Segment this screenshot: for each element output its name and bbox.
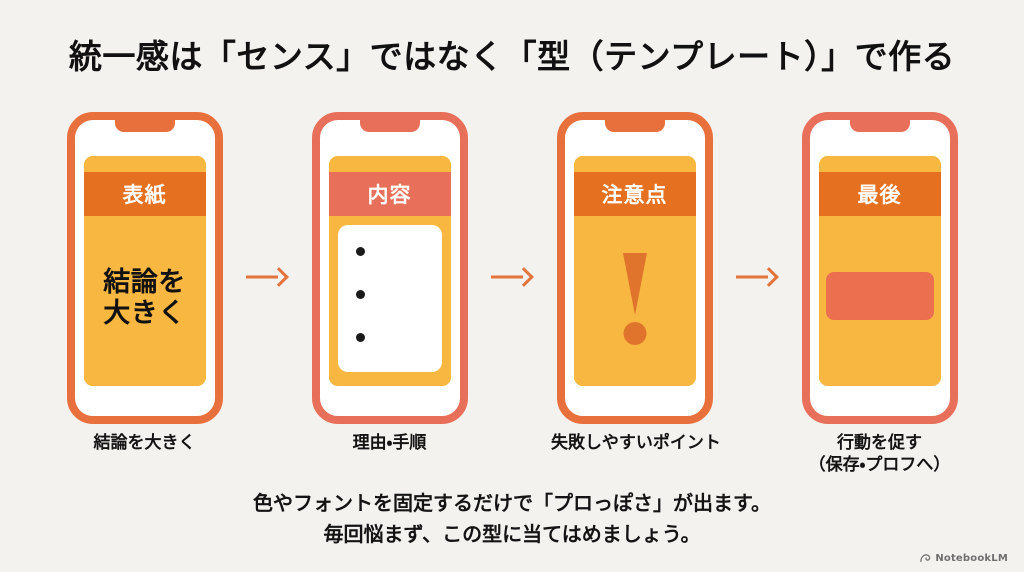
footer-note-line1: 色やフォントを固定するだけで「プロっぽさ」が出ます。 [253,491,771,515]
phone-screen-final: 最後 [818,156,941,386]
phone-notch-icon [114,120,175,132]
watermark-label: NotebookLM [935,553,1008,564]
phone-cell-final: 最後 [796,112,963,424]
bullet-list-card [337,225,442,372]
caption-cover: 結論を大きく [61,432,228,476]
arrow-right-icon-1 [246,266,289,288]
caption-final: 行動を促す （保存・プロフへ） [796,432,963,476]
caption-spacer [718,432,796,476]
phone-cell-content: 内容 [306,112,473,424]
screen-header-label-final: 最後 [818,172,941,216]
phone-notch-icon [849,120,910,132]
phone-cell-caution: 注意点 [551,112,718,424]
phone-screen-content: 内容 [328,156,451,386]
phone-mockup-final: 最後 [801,112,958,424]
caption-caution: 失敗しやすいポイント [551,432,721,476]
caption-spacer [228,432,306,476]
page-title: 統一感は「センス」ではなく「型（テンプレート）」で作る [68,37,956,76]
arrow-right-icon-3 [736,266,779,288]
caption-spacer [473,432,551,476]
phone-mockup-caution: 注意点 [556,112,713,424]
phone-mockup-cover: 表紙 結論を 大きく [66,112,223,424]
phone-screen-cover: 表紙 結論を 大きく [83,156,206,386]
screen-top-strip [573,156,696,172]
exclamation-dot [623,322,646,345]
watermark: NotebookLM [920,553,1008,564]
phone-screen-caution: 注意点 [573,156,696,386]
arrow-cell-1 [228,112,306,424]
caption-content: 理由・手順 [306,432,473,476]
arrow-shaft [736,275,768,279]
exclamation-mark-icon [622,253,648,345]
cover-headline: 結論を 大きく [103,267,186,330]
cover-headline-line2: 大きく [103,298,186,329]
phone-notch-icon [604,120,665,132]
screen-top-strip [328,156,451,172]
phone-notch-icon [359,120,420,132]
phone-cell-cover: 表紙 結論を 大きく [61,112,228,424]
exclamation-bar [622,253,647,315]
bullet-dot-icon [355,333,365,342]
screen-body-content [328,216,451,386]
caption-cover-text: 結論を大きく [93,433,196,453]
caption-row: 結論を大きく 理由・手順 失敗しやすいポイント 行動を促す （保存・プロフへ） [0,432,1024,476]
screen-header-label-caution: 注意点 [573,172,696,216]
arrow-right-icon-2 [491,266,534,288]
screen-top-strip [818,156,941,172]
caption-content-text: 理由・手順 [352,433,427,453]
screen-header-label-content: 内容 [328,172,451,216]
cta-button-placeholder [825,272,934,320]
arrow-head [269,267,289,287]
arrow-head [514,267,534,287]
screen-body-final [818,216,941,386]
screen-header-label-cover: 表紙 [83,172,206,216]
caption-final-text: 行動を促す [837,433,922,453]
arrow-shaft [246,275,278,279]
notebooklm-spark-icon [920,553,931,564]
bullet-dot-icon [355,247,365,256]
cover-headline-line1: 結論を [103,266,186,298]
arrow-cell-3 [718,112,796,424]
caption-final-subtext: （保存・プロフへ） [808,455,951,476]
screen-top-strip [83,156,206,172]
phone-flow-row: 表紙 結論を 大きく [0,112,1024,424]
arrow-cell-2 [473,112,551,424]
footer-note: 色やフォントを固定するだけで「プロっぽさ」が出ます。 毎回悩まず、この型に当ては… [0,488,1024,550]
footer-note-line2: 毎回悩まず、この型に当てはめましょう。 [323,522,701,546]
caption-caution-text: 失敗しやすいポイント [551,433,721,453]
arrow-shaft [491,275,523,279]
phone-mockup-content: 内容 [311,112,468,424]
arrow-head [759,267,779,287]
screen-body-cover: 結論を 大きく [83,216,206,386]
screen-body-caution [573,216,696,386]
bullet-dot-icon [355,290,365,299]
